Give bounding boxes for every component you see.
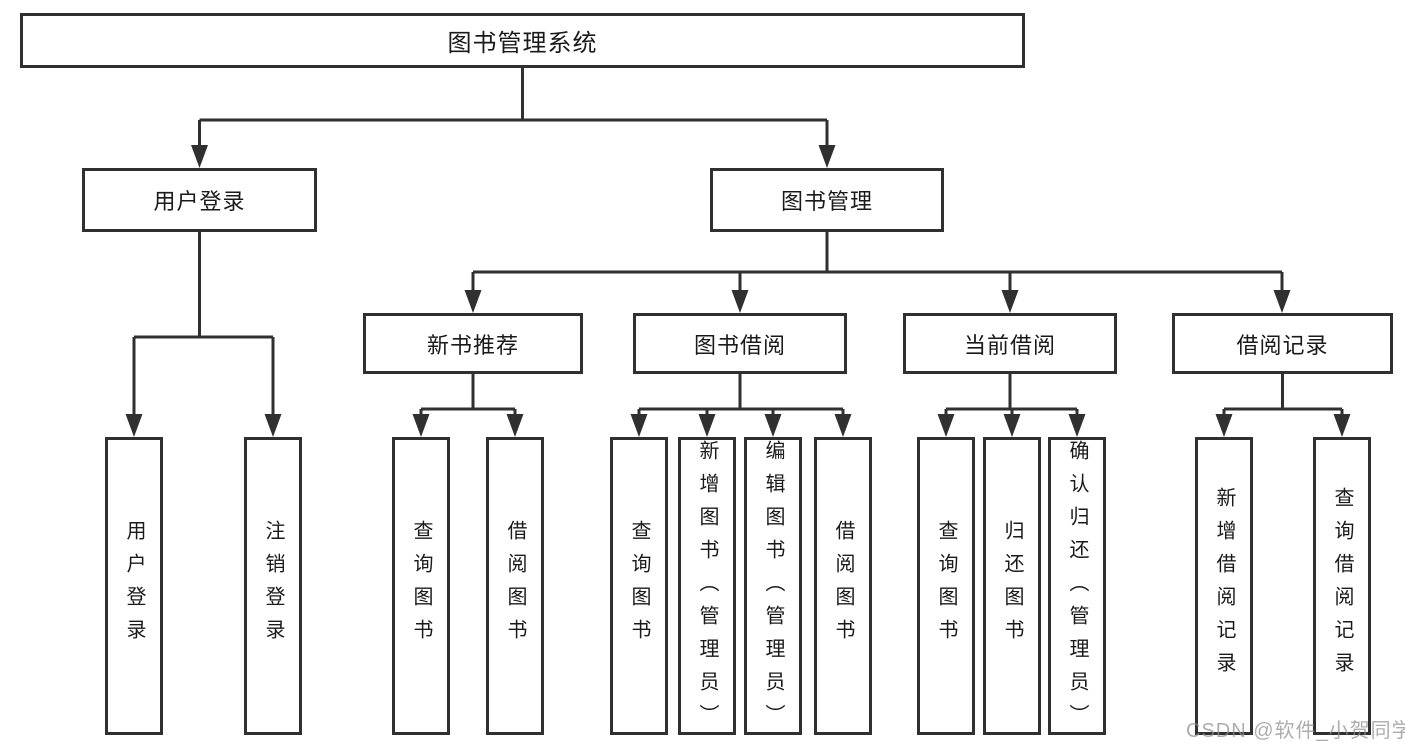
leaf-edit-books-admin: 编辑图书（管理员） [744, 437, 802, 737]
leaf-user-login: 用户登录 [105, 437, 163, 735]
leaf-borrow-books: 借阅图书 [814, 437, 872, 735]
node-user-login: 用户登录 [82, 168, 317, 232]
node-label: 图书管理系统 [447, 30, 598, 57]
leaf-label: 新增借阅记录 [1213, 487, 1235, 685]
leaf-label: 新增图书（管理员） [696, 440, 718, 737]
node-current-borrow: 当前借阅 [903, 313, 1117, 374]
node-library-management-system: 图书管理系统 [20, 13, 1025, 68]
leaf-query-books-recommend: 查询图书 [392, 437, 450, 735]
leaf-label: 借阅图书 [504, 520, 526, 652]
node-label: 当前借阅 [963, 332, 1056, 358]
node-label: 图书借阅 [693, 332, 786, 358]
leaf-label: 查询图书 [628, 520, 650, 652]
leaf-label: 用户登录 [123, 520, 145, 652]
arrowheads [125, 145, 1351, 437]
node-label: 借阅记录 [1236, 332, 1329, 358]
leaf-label: 查询借阅记录 [1331, 487, 1353, 685]
leaf-return-books: 归还图书 [983, 437, 1041, 735]
leaf-query-books-current: 查询图书 [917, 437, 975, 735]
leaf-label: 查询图书 [410, 520, 432, 652]
csdn-watermark: CSDN @软件_小贺同学 [1186, 720, 1405, 742]
leaf-add-borrow-record: 新增借阅记录 [1195, 437, 1253, 735]
leaf-logout: 注销登录 [244, 437, 302, 735]
node-borrow-records: 借阅记录 [1172, 313, 1393, 374]
leaf-label: 确认归还（管理员） [1066, 440, 1088, 737]
node-label: 用户登录 [153, 189, 246, 214]
leaf-query-books-borrow: 查询图书 [610, 437, 668, 735]
node-label: 新书推荐 [426, 332, 519, 358]
node-label: 图书管理 [780, 189, 873, 214]
leaf-label: 查询图书 [935, 520, 957, 652]
node-new-book-recommend: 新书推荐 [363, 313, 583, 374]
leaf-add-books-admin: 新增图书（管理员） [678, 437, 736, 737]
leaf-label: 归还图书 [1001, 520, 1023, 652]
leaf-confirm-return-admin: 确认归还（管理员） [1048, 437, 1106, 737]
leaf-label: 编辑图书（管理员） [762, 440, 784, 737]
node-book-borrow: 图书借阅 [633, 313, 847, 374]
leaf-borrow-books-recommend: 借阅图书 [486, 437, 544, 735]
leaf-query-borrow-record: 查询借阅记录 [1313, 437, 1371, 735]
leaf-label: 借阅图书 [832, 520, 854, 652]
leaf-label: 注销登录 [262, 520, 284, 652]
node-book-management: 图书管理 [710, 168, 944, 232]
